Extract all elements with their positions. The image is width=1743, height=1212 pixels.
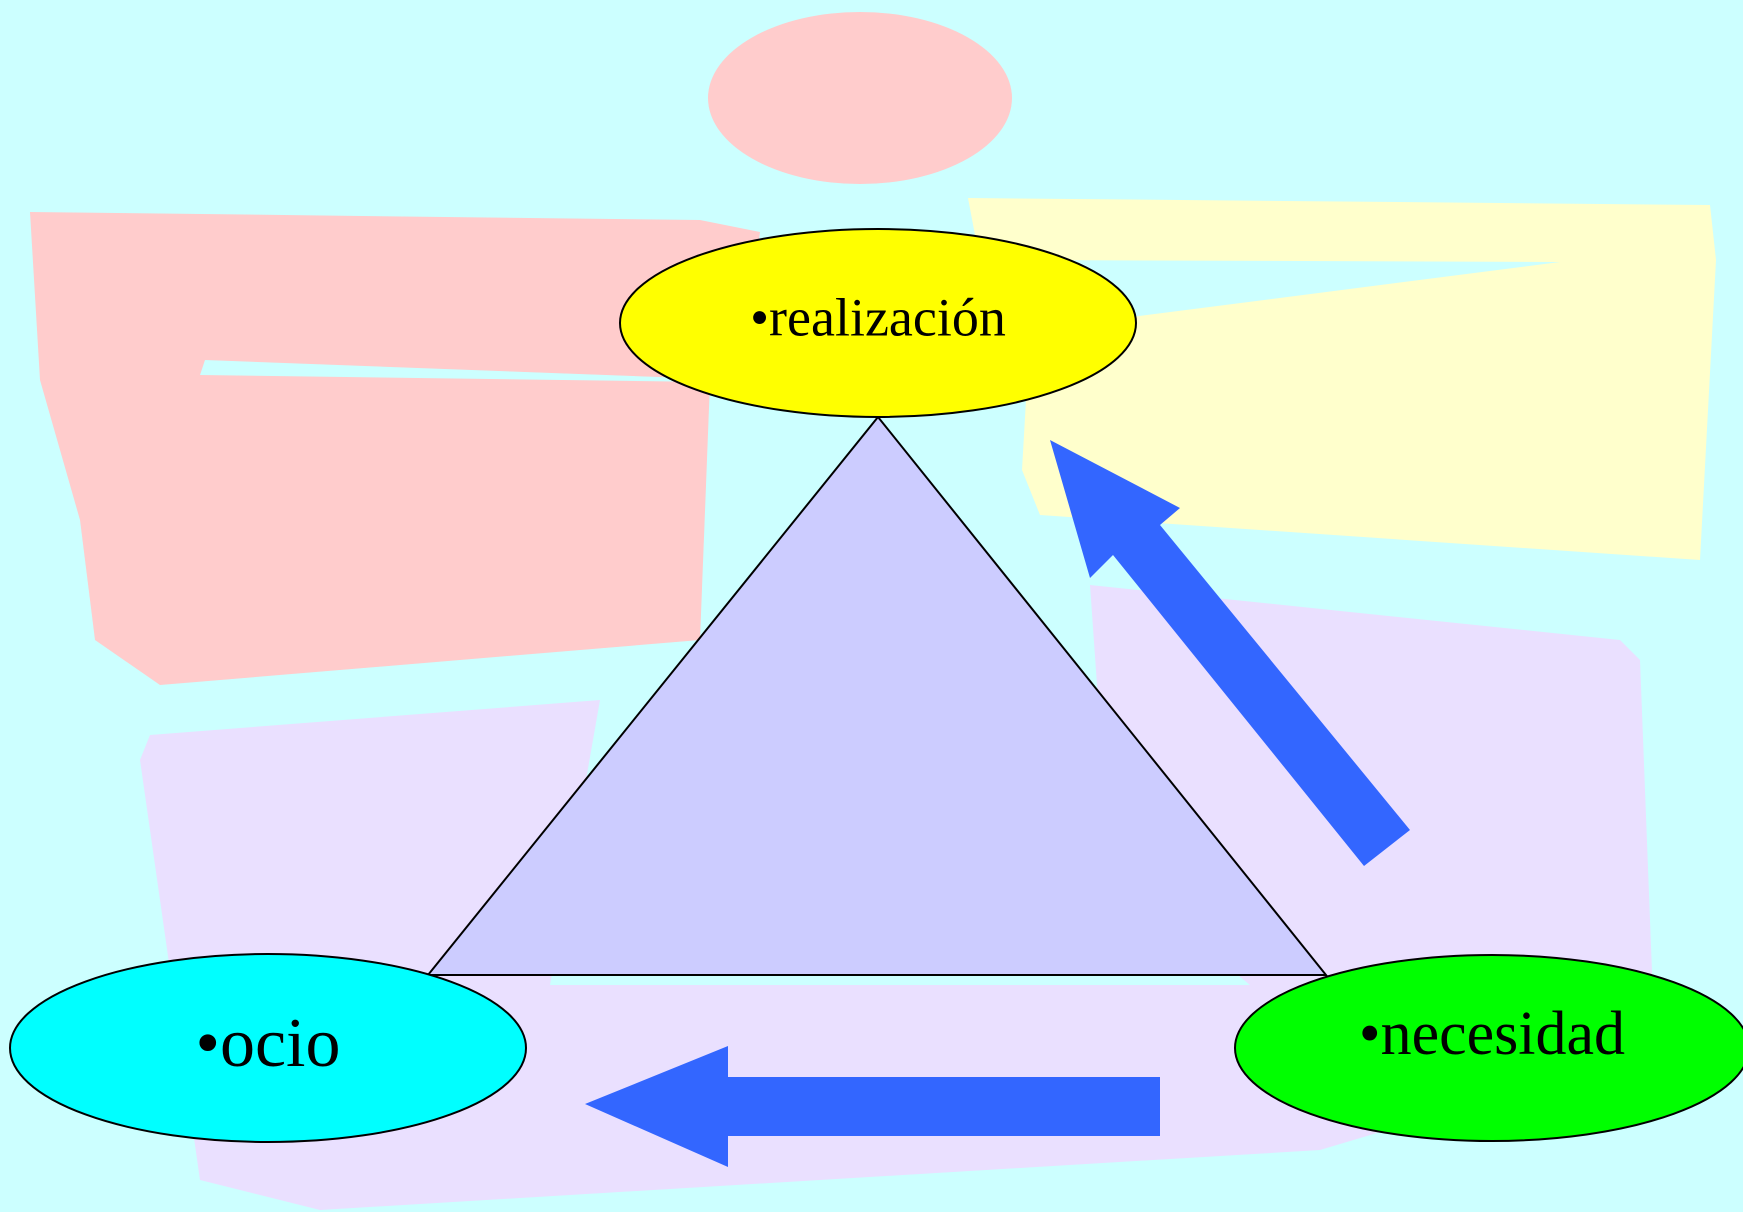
node-realizacion: •realización: [619, 228, 1137, 418]
node-realizacion-label: •realización: [750, 287, 1006, 347]
decor-right-shape: [968, 198, 1716, 560]
node-realizacion-ellipse: [619, 228, 1137, 418]
node-necesidad-ellipse: [1234, 954, 1743, 1142]
arrow-necesidad-to-realizacion: [1050, 440, 1410, 866]
node-ocio-ellipse: [9, 953, 527, 1143]
node-ocio: •ocio: [9, 953, 527, 1143]
decor-left-shape: [30, 212, 760, 685]
arrow-necesidad-to-ocio: [585, 1046, 1160, 1167]
node-necesidad-label: •necesidad: [1359, 1000, 1625, 1068]
decor-head-shape: [708, 12, 1012, 184]
node-ocio-label: •ocio: [195, 1005, 340, 1082]
node-necesidad: •necesidad: [1234, 954, 1743, 1142]
central-triangle: [425, 415, 1329, 976]
